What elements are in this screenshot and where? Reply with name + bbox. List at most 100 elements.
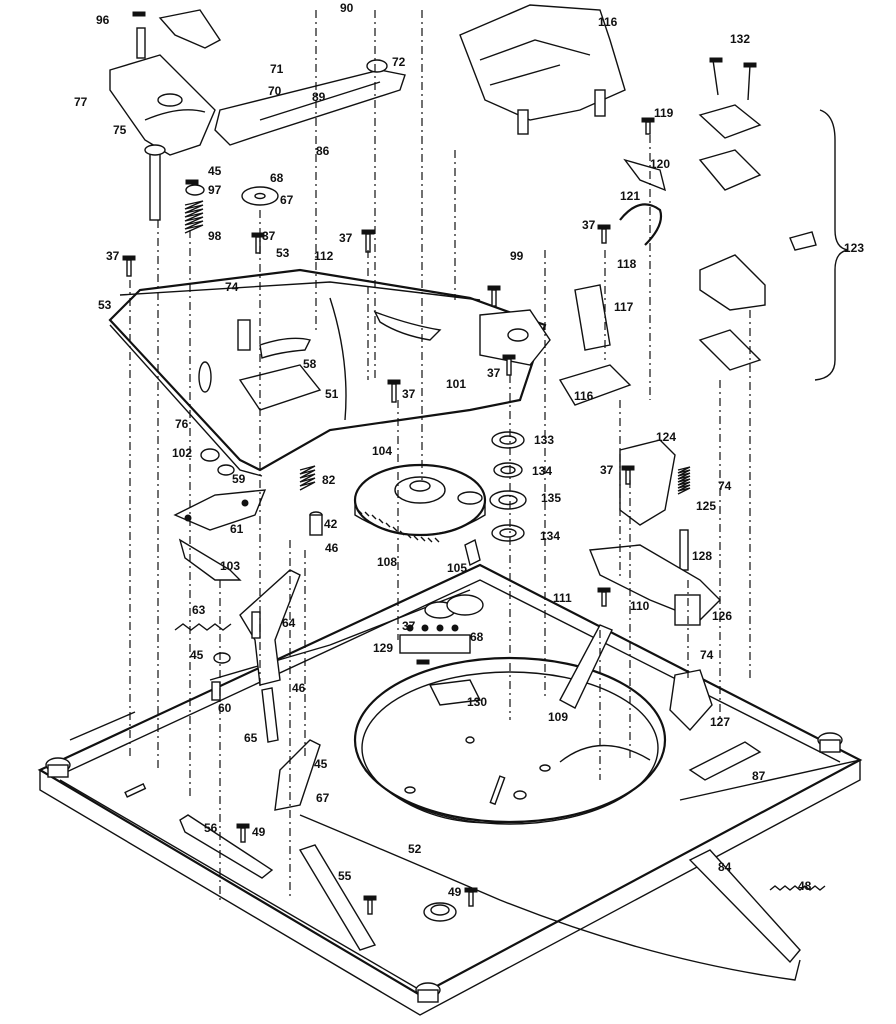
part-label: 121 — [620, 189, 640, 203]
part-label: 111 — [553, 591, 572, 605]
part-label: 112 — [314, 249, 334, 263]
part-label: 99 — [510, 249, 524, 263]
part-label: 128 — [692, 549, 712, 563]
part-label: 63 — [192, 603, 206, 617]
part-label: 125 — [696, 499, 716, 513]
part-label: 53 — [98, 298, 112, 312]
part-label: 52 — [408, 842, 422, 856]
part-label: 77 — [74, 95, 88, 109]
washer-stack — [489, 431, 527, 542]
part-label: 120 — [650, 157, 670, 171]
part-label: 37 — [402, 387, 416, 401]
part-label: 67 — [316, 791, 330, 805]
gear-104 — [353, 463, 487, 543]
part-label: 130 — [467, 695, 487, 709]
part-label: 67 — [280, 193, 294, 207]
part-labels: 96 90 116 132 71 72 70 77 89 75 119 86 4… — [74, 1, 864, 899]
part-label: 70 — [268, 84, 282, 98]
part-label: 61 — [230, 522, 244, 536]
part-label: 37 — [402, 619, 416, 633]
part-label: 74 — [718, 479, 732, 493]
part-label: 105 — [447, 561, 467, 575]
part-label: 37 — [106, 249, 120, 263]
part-label: 116 — [598, 15, 618, 29]
bracket-61 — [173, 448, 267, 531]
plate-89 — [214, 59, 406, 146]
part-label: 65 — [244, 731, 258, 745]
part-label: 45 — [190, 648, 204, 662]
part-label: 48 — [798, 879, 812, 893]
part-label: 116 — [574, 389, 594, 403]
part-label: 124 — [656, 430, 676, 444]
terminal-strip-129 — [399, 624, 471, 654]
part-label: 133 — [534, 433, 554, 447]
part-label: 132 — [730, 32, 750, 46]
part-label: 55 — [338, 869, 352, 883]
motor-116 — [459, 4, 626, 135]
part-label: 103 — [220, 559, 240, 573]
part-label: 117 — [614, 300, 634, 314]
part-label: 129 — [373, 641, 393, 655]
part-label: 134 — [540, 529, 560, 543]
misc-parts — [174, 511, 484, 811]
part-label: 123 — [844, 241, 864, 255]
part-label: 59 — [232, 472, 246, 486]
part-label: 51 — [325, 387, 339, 401]
bracket-99 — [479, 309, 551, 366]
part-label: 49 — [448, 885, 462, 899]
part-label: 127 — [710, 715, 730, 729]
part-label: 37 — [600, 463, 614, 477]
tonearm-base — [109, 9, 222, 221]
lever-109 — [559, 624, 613, 709]
part-label: 90 — [340, 1, 354, 15]
part-label: 110 — [630, 599, 650, 613]
screws — [122, 11, 757, 915]
part-label: 45 — [314, 757, 328, 771]
base-chassis — [37, 563, 863, 1016]
part-label: 87 — [752, 769, 766, 783]
part-label: 60 — [218, 701, 232, 715]
part-label: 135 — [541, 491, 561, 505]
part-label: 68 — [470, 630, 484, 644]
part-label: 126 — [712, 609, 732, 623]
part-label: 46 — [325, 541, 339, 555]
part-label: 76 — [175, 417, 189, 431]
part-label: 45 — [208, 164, 222, 178]
module-117 — [558, 284, 632, 406]
part-label: 64 — [282, 616, 296, 630]
part-label: 74 — [700, 648, 714, 662]
part-label: 75 — [113, 123, 127, 137]
part-label: 37 — [487, 366, 501, 380]
part-label: 109 — [548, 710, 568, 724]
part-label: 84 — [718, 860, 732, 874]
spring-82 — [299, 465, 316, 491]
part-label: 96 — [96, 13, 110, 27]
part-label: 86 — [316, 144, 330, 158]
part-label: 42 — [324, 517, 338, 531]
part-label: 58 — [303, 357, 317, 371]
part-label: 46 — [292, 681, 306, 695]
clip-120 — [623, 158, 667, 192]
part-label: 98 — [208, 229, 222, 243]
part-label: 37 — [262, 229, 276, 243]
alignment-lines — [129, 10, 751, 900]
part-label: 119 — [654, 106, 674, 120]
part-label: 74 — [225, 280, 239, 294]
part-label: 97 — [208, 183, 222, 197]
part-label: 118 — [617, 257, 637, 271]
tube-121 — [619, 203, 663, 246]
cue-assembly-123 — [698, 59, 849, 381]
spring-98 — [184, 184, 205, 234]
part-label: 134 — [532, 464, 552, 478]
part-label: 49 — [252, 825, 266, 839]
part-label: 108 — [377, 555, 397, 569]
part-label: 104 — [372, 444, 392, 458]
part-label: 53 — [276, 246, 290, 260]
part-label: 37 — [339, 231, 353, 245]
part-label: 72 — [392, 55, 406, 69]
part-label: 37 — [582, 218, 596, 232]
part-label: 56 — [204, 821, 218, 835]
part-label: 68 — [270, 171, 284, 185]
part-label: 102 — [172, 446, 192, 460]
